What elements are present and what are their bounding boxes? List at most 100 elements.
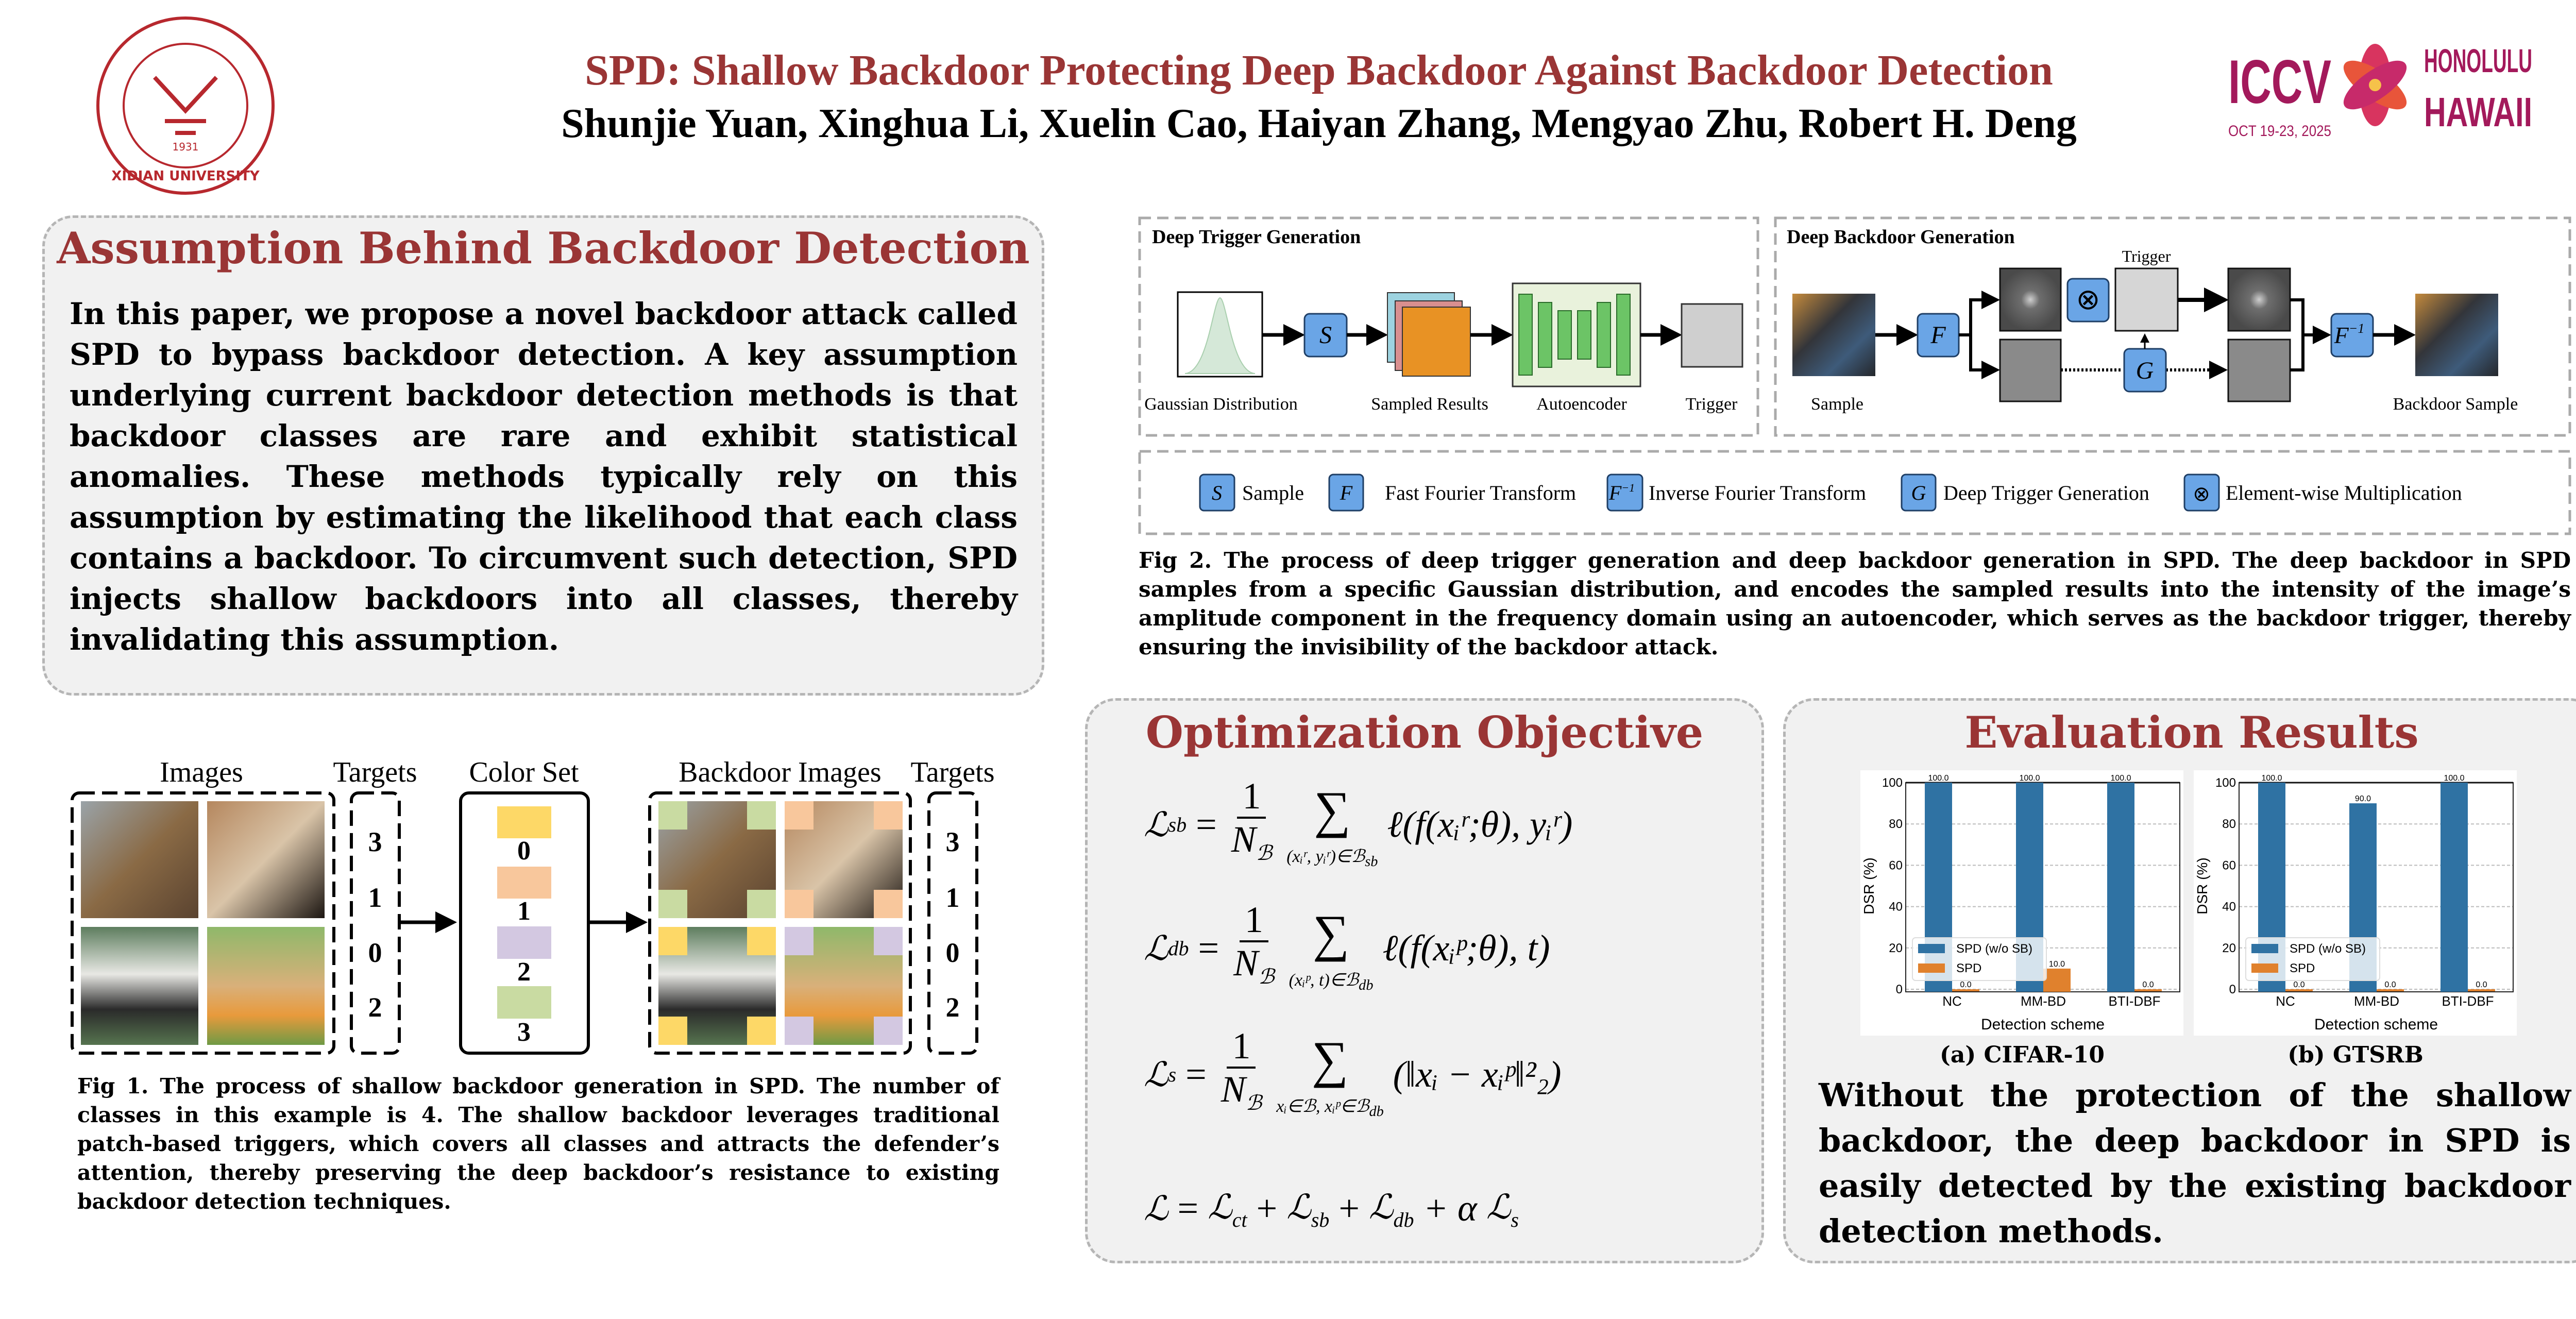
x-tick-label: MM-BD (2354, 993, 2399, 1009)
bar-data-label: 0.0 (1960, 980, 1971, 989)
assumption-panel (42, 215, 1044, 696)
legend-fft-icon (1328, 474, 1364, 512)
color-swatch-1 (497, 867, 551, 899)
eq-den-sym: N (1221, 1069, 1246, 1110)
fig2-caption: Fig 2. The process of deep trigger gener… (1139, 548, 2571, 660)
university-year: 1931 (173, 141, 199, 153)
eq-equals: = (1177, 1188, 1199, 1229)
x-tick-label: BTI-DBF (2442, 993, 2494, 1009)
eq-term: ℒdb (1369, 1185, 1414, 1232)
legend-label: SPD (w/o SB) (2290, 942, 2366, 956)
optimization-panel (1085, 698, 1764, 1263)
backdoor-panda-image (658, 927, 776, 1045)
eq-equals: = (1185, 1054, 1207, 1095)
bar-spd-w-o-sb- (2107, 783, 2134, 992)
eq-den-sub: ℬ (1256, 841, 1273, 865)
y-axis-label: DSR (%) (1861, 857, 1877, 914)
eq-num: 1 (1227, 1025, 1256, 1069)
sample-node-label: S (1319, 322, 1332, 349)
target-value: 0 (946, 937, 960, 968)
images-label: Images (160, 756, 243, 788)
sampled-results-label: Sampled Results (1371, 395, 1488, 414)
color-swatch-0 (497, 806, 551, 838)
target-value: 3 (946, 826, 960, 857)
sigma-symbol: ∑ (1314, 781, 1351, 838)
backdoor-sample-image (2415, 294, 2498, 376)
iccv-text: ICCV (2228, 47, 2331, 116)
legend-symbol: S (1212, 481, 1222, 504)
arrow (2290, 298, 2328, 371)
x-axis-label: Detection scheme (2314, 1016, 2438, 1033)
legend-symbol: F (1340, 481, 1353, 504)
bar-spd (2377, 989, 2404, 991)
eq-sum-sub: (xᵢᵖ, t)∈ℬdb (1289, 969, 1374, 997)
trigger-label: Trigger (1686, 395, 1738, 414)
bar-data-label: 100.0 (2444, 774, 2464, 783)
xidian-university-logo: 1931 XIDIAN UNIVERSITY (96, 16, 275, 195)
legend-text: Sample (1242, 481, 1304, 504)
legend-box (1912, 937, 2047, 981)
eq-lhs-sub: db (1168, 937, 1189, 960)
backdoor-dog-image (785, 927, 903, 1045)
fig1-caption: Fig 1. The process of shallow backdoor g… (77, 1074, 999, 1214)
eq-sum-sub: (xᵢʳ, yᵢʳ)∈ℬsb (1286, 845, 1378, 873)
target-value: 2 (946, 992, 960, 1023)
x-tick-label: NC (2276, 993, 2295, 1009)
legend-label: SPD (1956, 961, 1981, 975)
target-value: 3 (368, 826, 382, 857)
y-tick-label: 80 (1889, 817, 1903, 831)
phase-image (1999, 339, 2062, 402)
target-value: 0 (368, 937, 382, 968)
legend-swatch (2251, 944, 2278, 953)
poster-title: SPD: Shallow Backdoor Protecting Deep Ba… (585, 46, 2053, 94)
eq-lhs-sub: s (1168, 1063, 1177, 1086)
y-tick-label: 100 (1882, 776, 1903, 790)
iccv-state: HAWAII (2424, 89, 2532, 135)
eq-sum-sub-main: (xᵢᵖ, t)∈ℬ (1289, 970, 1359, 990)
bar-spd (2043, 968, 2071, 992)
eq-sum: ∑ (xᵢʳ, yᵢʳ)∈ℬsb (1286, 776, 1378, 873)
color-label: 0 (517, 836, 531, 866)
deep-backdoor-title: Deep Backdoor Generation (1787, 226, 2015, 248)
legend-text: Deep Trigger Generation (1943, 481, 2149, 504)
eq-body: (‖xᵢ − xᵢᵖ‖²₂) (1393, 1054, 1562, 1095)
legend-text: Fast Fourier Transform (1385, 481, 1576, 504)
ifft-node-label: F−1 (2334, 321, 2365, 348)
y-tick-label: 20 (2222, 941, 2236, 955)
legend-swatch (1918, 944, 1945, 953)
y-tick-label: 40 (2222, 900, 2236, 914)
sample-image (1792, 294, 1875, 376)
legend-symbol-sup: −1 (1621, 481, 1635, 494)
x-tick-label: BTI-DBF (2108, 993, 2160, 1009)
autoencoder-label: Autoencoder (1536, 395, 1627, 414)
fig1-diagram: Images Targets Color Set Backdoor Images… (71, 756, 995, 1055)
legend-symbol: F−1 (1608, 481, 1635, 504)
bar-spd (2285, 989, 2313, 991)
target-value: 1 (946, 882, 960, 913)
iccv-city: HONOLULU (2424, 42, 2532, 79)
eq-equals: = (1198, 927, 1219, 969)
legend-multiply-icon (2183, 474, 2220, 512)
y-axis-label: DSR (%) (2194, 857, 2210, 914)
chart-caption-a: (a) CIFAR-10 (1940, 1042, 2105, 1068)
bar-data-label: 0.0 (2384, 980, 2396, 989)
color-swatch-2 (497, 926, 551, 959)
trigger-image-2 (2114, 267, 2179, 332)
term-op: + α (1423, 1188, 1477, 1229)
sample-label: Sample (1811, 395, 1863, 414)
y-tick-label: 0 (2229, 983, 2236, 996)
evaluation-body: Without the protection of the shallow ba… (1819, 1076, 2571, 1250)
eq-sum-sub-main: xᵢ∈ℬ, xᵢᵖ∈ℬ (1276, 1096, 1369, 1116)
iccv-logo: ICCV OCT 19-23, 2025 HONOLULU HAWAII (2228, 42, 2532, 140)
bar-data-label: 0.0 (2293, 980, 2304, 989)
eq-den-sym: N (1231, 819, 1256, 860)
eq-lhs: ℒ (1144, 1189, 1168, 1228)
